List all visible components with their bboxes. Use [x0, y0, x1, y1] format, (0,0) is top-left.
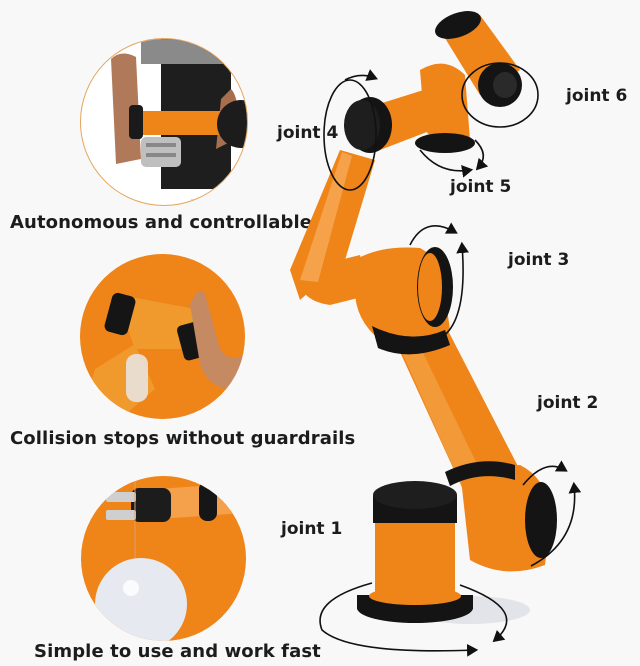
feature-caption-simple: Simple to use and work fast [34, 641, 321, 662]
feature-image-autonomous [80, 38, 248, 206]
joint-label-1: joint 1 [281, 519, 343, 539]
feature-image-simple [81, 476, 246, 641]
joint-label-2: joint 2 [537, 393, 599, 413]
hand-guided-robot-arm-icon [111, 39, 247, 205]
joint-label-4: joint 4 [277, 123, 339, 143]
joint-label-6: joint 6 [566, 86, 628, 106]
robot-gripper-ball-icon [95, 476, 246, 641]
robot-hand-collision-icon [80, 290, 245, 419]
feature-caption-autonomous: Autonomous and controllable [10, 212, 313, 233]
joint-label-5: joint 5 [450, 177, 512, 197]
feature-image-collision [80, 254, 245, 419]
joint-label-3: joint 3 [508, 250, 570, 270]
feature-caption-collision: Collision stops without guardrails [10, 428, 356, 449]
